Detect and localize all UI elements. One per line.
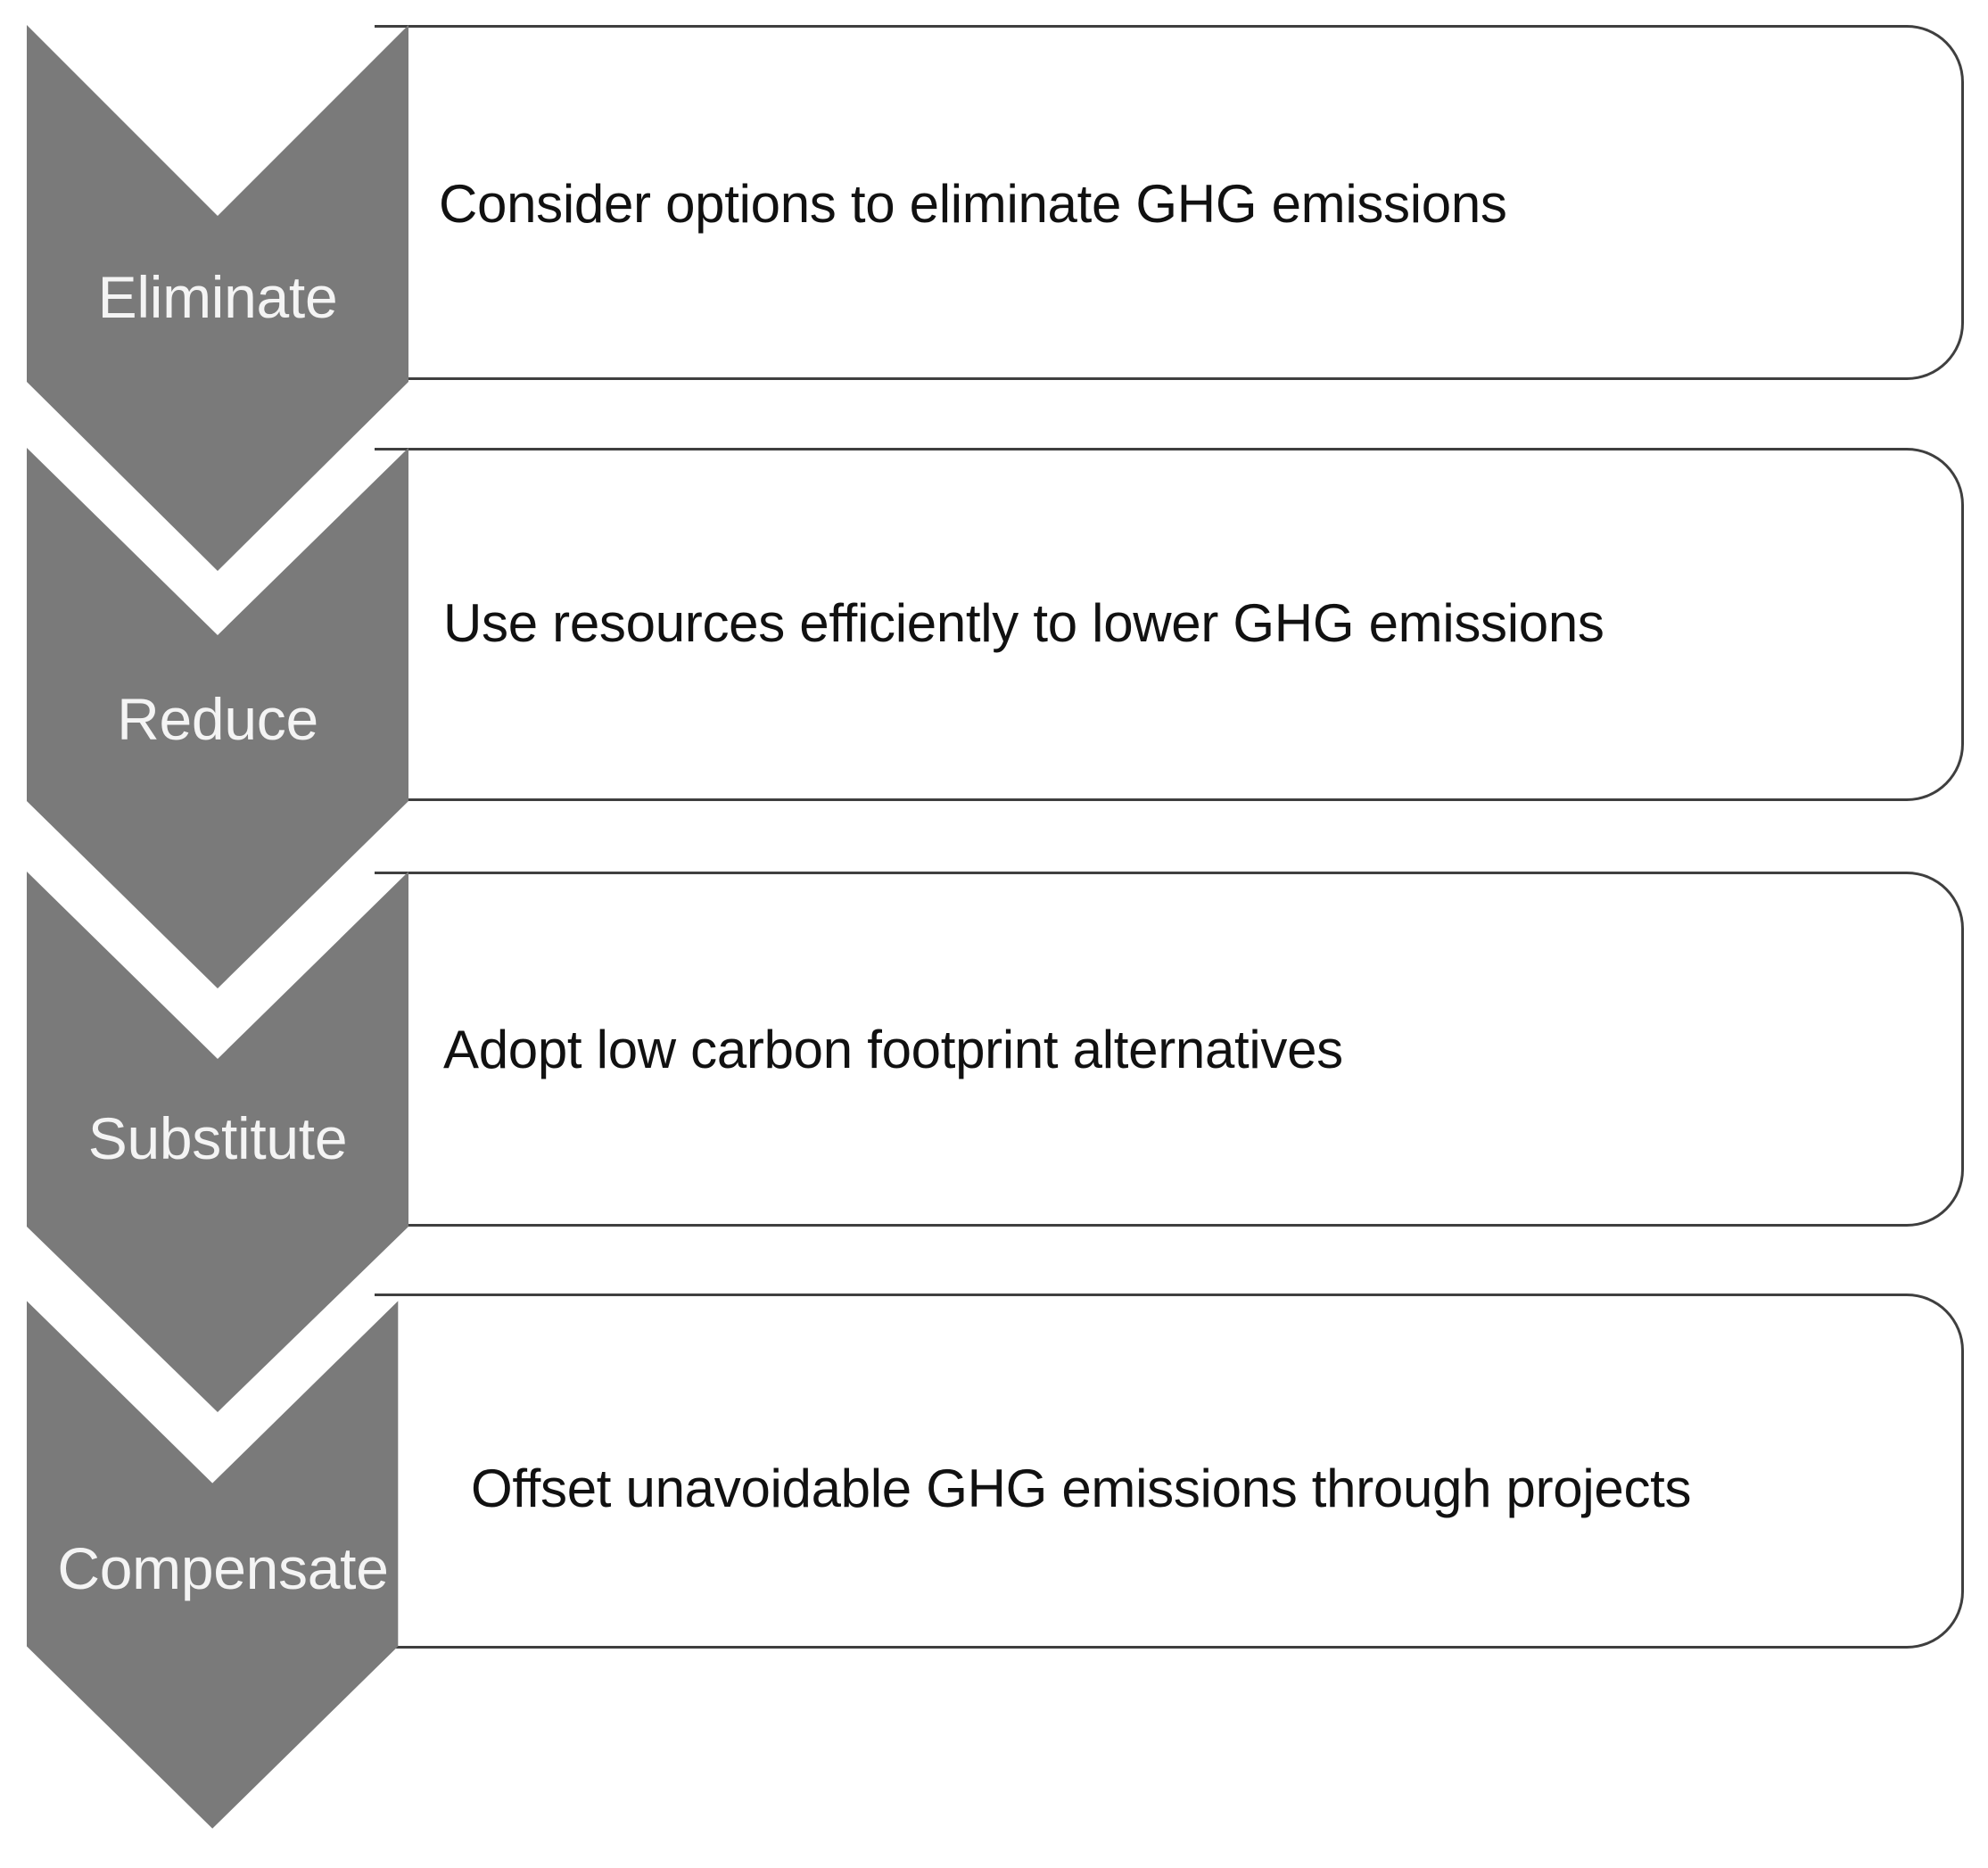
chevron-eliminate	[27, 25, 408, 571]
step-box-eliminate	[375, 25, 1964, 380]
step-label-compensate: Compensate	[57, 1535, 389, 1601]
step-description-substitute: Adopt low carbon footprint alternatives	[443, 1020, 1343, 1079]
step-label-substitute: Substitute	[87, 1105, 348, 1171]
step-box-substitute	[375, 872, 1964, 1227]
step-label-reduce: Reduce	[117, 686, 318, 752]
chevron-reduce	[27, 448, 408, 988]
step-description-compensate: Offset unavoidable GHG emissions through…	[471, 1459, 1692, 1518]
step-description-reduce: Use resources efficiently to lower GHG e…	[443, 593, 1604, 653]
step-box-reduce	[375, 448, 1964, 801]
step-box-compensate	[375, 1294, 1964, 1649]
step-description-eliminate: Consider options to eliminate GHG emissi…	[439, 174, 1507, 234]
chevron-compensate	[27, 1301, 399, 1829]
step-label-eliminate: Eliminate	[97, 264, 338, 330]
chevron-substitute	[27, 872, 408, 1412]
